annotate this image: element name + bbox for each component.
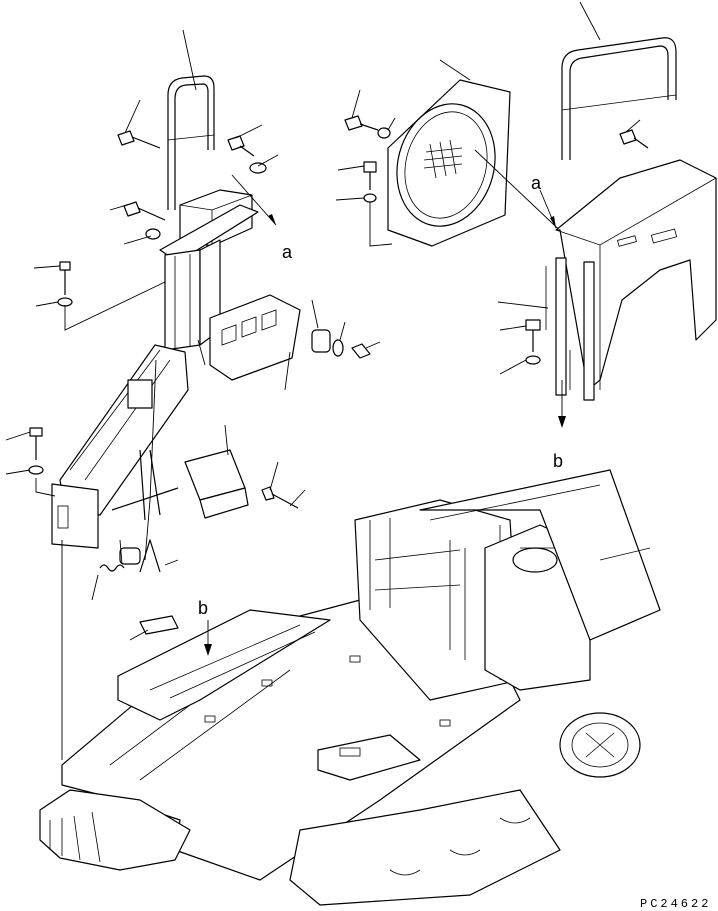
right-cover-assembly: a b [497, 1, 717, 471]
callout-b-right: b [553, 451, 563, 471]
callout-a-upper: a [282, 242, 293, 262]
left-handrail-assembly: a [33, 29, 381, 391]
left-step-assembly [5, 344, 306, 760]
callout-a-right: a [531, 173, 542, 193]
revolving-frame: b [39, 469, 661, 906]
radiator-guard-assembly [335, 59, 571, 247]
drawing-code: PC24622 [640, 897, 711, 911]
callout-b-lower: b [198, 598, 208, 618]
